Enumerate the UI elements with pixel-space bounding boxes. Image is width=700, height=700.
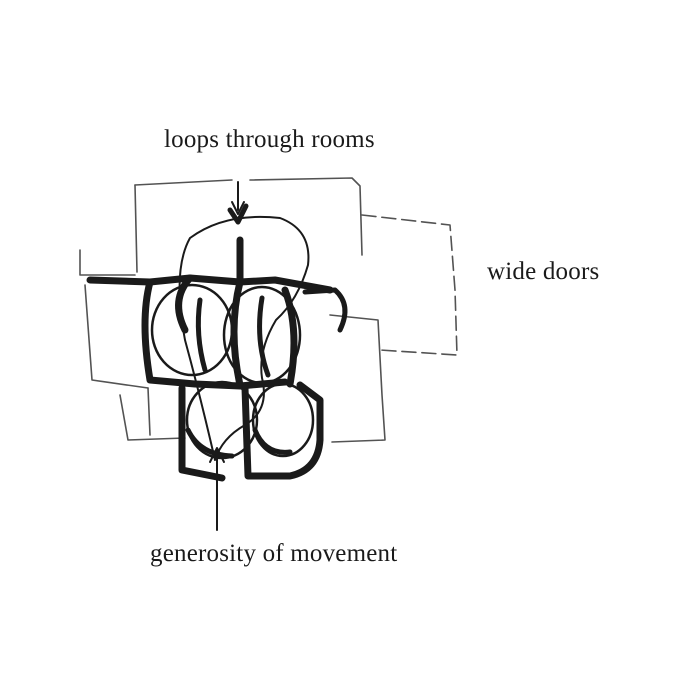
movement-loop-path	[178, 215, 310, 461]
entry-arrow	[209, 447, 225, 531]
label-generosity-of-movement: generosity of movement	[150, 540, 398, 567]
label-loops-through-rooms: loops through rooms	[164, 126, 375, 153]
top-arrow	[231, 181, 245, 215]
outer-room-outlines	[79, 177, 458, 443]
label-wide-doors: wide doors	[487, 258, 600, 285]
